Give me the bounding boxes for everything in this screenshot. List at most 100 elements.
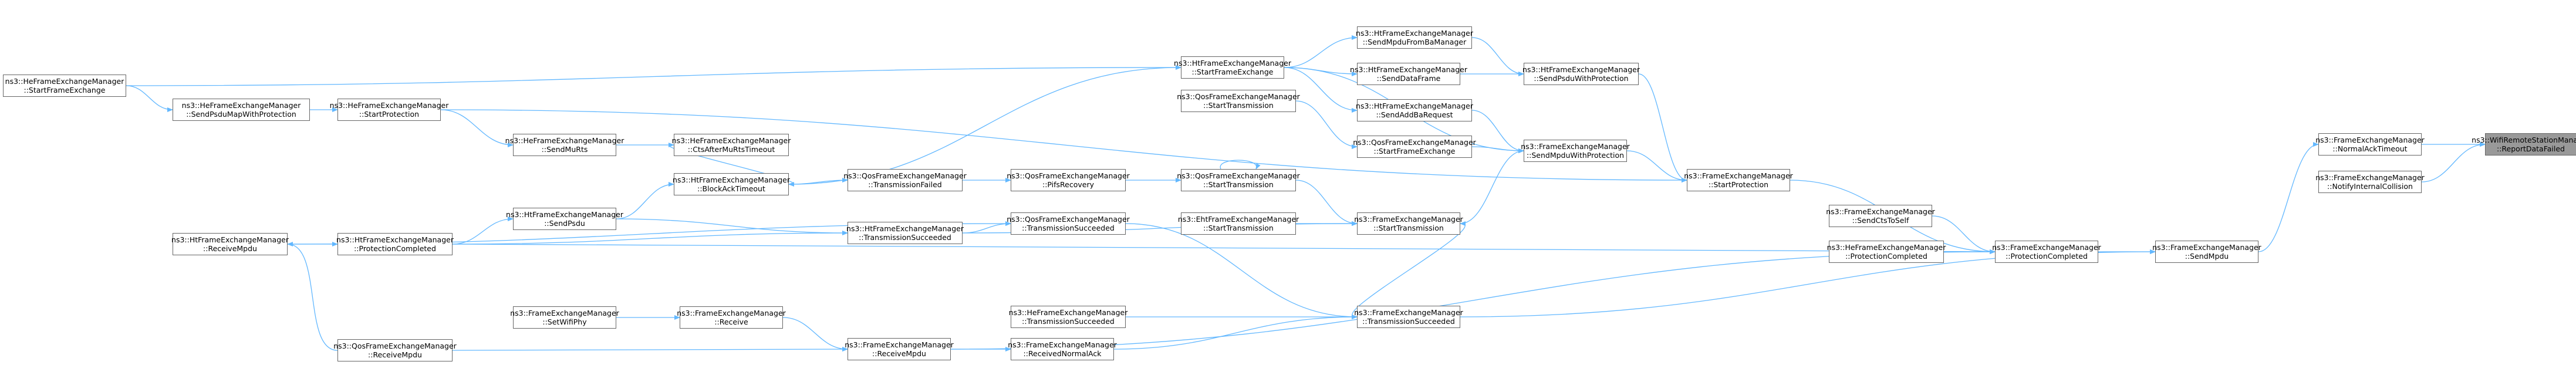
node-method-label: ::ReportDataFailed [2497, 144, 2565, 153]
node-class-label: ns3::HtFrameExchangeManager [1356, 102, 1473, 110]
call-edge [782, 317, 848, 352]
call-edge [1113, 315, 1358, 350]
graph-node-fem-protectioncompleted[interactable]: ns3::FrameExchangeManager::ProtectionCom… [1992, 241, 2101, 263]
graph-node-fem-notifyinternalcollision[interactable]: ns3::FrameExchangeManager::NotifyInterna… [2315, 171, 2425, 193]
graph-node-htfem-receivempdu[interactable]: ns3::HtFrameExchangeManager::ReceiveMpdu [171, 233, 289, 255]
node-class-label: ns3::FrameExchangeManager [677, 309, 786, 317]
node-class-label: ns3::QosFrameExchangeManager [1007, 171, 1130, 180]
graph-node-hefem-sendpsdumapwithprotection[interactable]: ns3::HeFrameExchangeManager::SendPsduMap… [173, 99, 310, 121]
graph-node-htfem-sendaddbarequest[interactable]: ns3::HtFrameExchangeManager::SendAddBaRe… [1356, 99, 1473, 121]
call-edge [950, 249, 1996, 350]
node-method-label: ::ProtectionCompleted [354, 244, 436, 253]
node-method-label: ::BlockAckTimeout [697, 184, 765, 193]
node-method-label: ::NotifyInternalCollision [2327, 182, 2413, 191]
node-method-label: ::ReceivedNormalAck [1023, 349, 1102, 358]
node-method-label: ::ReceiveMpdu [368, 350, 422, 359]
graph-node-fem-sendctstoself[interactable]: ns3::FrameExchangeManager::SendCtsToSelf [1826, 205, 1935, 227]
node-method-label: ::SendCtsToSelf [1852, 216, 1909, 225]
node-class-label: ns3::HtFrameExchangeManager [1356, 29, 1473, 38]
node-class-label: ns3::FrameExchangeManager [2315, 136, 2425, 144]
graph-node-fem-setwifiphy[interactable]: ns3::FrameExchangeManager::SetWifiPhy [510, 306, 619, 329]
graph-node-hefem-ctsaftermurtstimeout[interactable]: ns3::HeFrameExchangeManager::CtsAfterMuR… [671, 134, 791, 156]
node-method-label: ::StartTransmission [1203, 180, 1274, 189]
node-method-label: ::StartTransmission [1203, 224, 1274, 232]
node-method-label: ::SendMpdu [2185, 252, 2229, 261]
graph-node-qosfem-receivempdu[interactable]: ns3::QosFrameExchangeManager::ReceiveMpd… [333, 339, 457, 361]
graph-node-qosfem-startframeexchange[interactable]: ns3::QosFrameExchangeManager::StartFrame… [1353, 136, 1476, 158]
node-class-label: ns3::EhtFrameExchangeManager [1177, 215, 1299, 224]
graph-node-htfem-transmissionsucceeded[interactable]: ns3::HtFrameExchangeManager::Transmissio… [846, 222, 964, 244]
node-class-label: ns3::QosFrameExchangeManager [1177, 92, 1300, 101]
node-class-label: ns3::FrameExchangeManager [845, 340, 954, 349]
node-method-label: ::PifsRecovery [1042, 180, 1095, 189]
call-edge [452, 347, 848, 352]
graph-node-hefem-startframeexchange[interactable]: ns3::HeFrameExchangeManager::StartFrameE… [3, 75, 126, 97]
node-class-label: ns3::HeFrameExchangeManager [181, 101, 301, 110]
graph-node-qosfem-starttransmission2[interactable]: ns3::QosFrameExchangeManager::StartTrans… [1177, 169, 1300, 191]
node-class-label: ns3::FrameExchangeManager [1354, 308, 1463, 317]
graph-node-htfem-protectioncompleted[interactable]: ns3::HtFrameExchangeManager::ProtectionC… [336, 233, 454, 255]
call-edge [126, 65, 1181, 86]
call-edge [2421, 142, 2486, 183]
graph-node-fem-sendmpduwithprotection[interactable]: ns3::FrameExchangeManager::SendMpduWithP… [1521, 140, 1630, 162]
node-method-label: ::SendAddBaRequest [1376, 110, 1453, 119]
graph-node-hefem-startprotection[interactable]: ns3::HeFrameExchangeManager::StartProtec… [330, 99, 448, 121]
graph-node-htfem-sendpsduwithprotection[interactable]: ns3::HtFrameExchangeManager::SendPsduWit… [1522, 63, 1640, 85]
graph-node-htfem-blockacktimeout[interactable]: ns3::HtFrameExchangeManager::BlockAckTim… [673, 173, 790, 195]
graph-node-qosfem-transmissionfailed[interactable]: ns3::QosFrameExchangeManager::Transmissi… [843, 169, 967, 191]
node-method-label: ::SendPsduMapWithProtection [186, 110, 296, 119]
graph-node-qosfem-pifsrecovery[interactable]: ns3::QosFrameExchangeManager::PifsRecove… [1007, 169, 1130, 191]
graph-node-htfem-startframeexchange[interactable]: ns3::HtFrameExchangeManager::StartFrameE… [1174, 56, 1291, 79]
node-method-label: ::ProtectionCompleted [1845, 252, 1927, 261]
node-method-label: ::StartFrameExchange [1373, 147, 1456, 156]
node-class-label: ns3::FrameExchangeManager [510, 309, 619, 317]
graph-node-hefem-protectioncompleted[interactable]: ns3::HeFrameExchangeManager::ProtectionC… [1827, 241, 1946, 263]
graph-node-hefem-transmissionsucceeded[interactable]: ns3::HeFrameExchangeManager::Transmissio… [1009, 306, 1127, 328]
graph-node-ehtfem-starttransmission[interactable]: ns3::EhtFrameExchangeManager::StartTrans… [1177, 212, 1299, 235]
call-edge [452, 217, 514, 245]
graph-node-fem-normalacktimeout[interactable]: ns3::FrameExchangeManager::NormalAckTime… [2315, 133, 2425, 156]
call-edge [1284, 67, 1358, 76]
node-class-label: ns3::FrameExchangeManager [1354, 215, 1463, 224]
node-class-label: ns3::HtFrameExchangeManager [846, 224, 964, 233]
graph-node-fem-receivempdu[interactable]: ns3::FrameExchangeManager::ReceiveMpdu [845, 338, 954, 360]
node-method-label: ::ReceiveMpdu [203, 244, 257, 253]
graph-node-fem-starttransmission[interactable]: ns3::FrameExchangeManager::StartTransmis… [1354, 212, 1463, 235]
node-method-label: ::TransmissionSucceeded [859, 233, 951, 242]
graph-node-htfem-sendpsdu[interactable]: ns3::HtFrameExchangeManager::SendPsdu [506, 208, 623, 230]
call-edge [1125, 223, 1358, 319]
graph-node-fem-receive[interactable]: ns3::FrameExchangeManager::Receive [677, 306, 786, 329]
node-class-label: ns3::HtFrameExchangeManager [673, 175, 790, 184]
node-method-label: ::SendPsdu [544, 219, 585, 228]
node-class-label: ns3::HtFrameExchangeManager [171, 235, 289, 244]
node-class-label: ns3::HeFrameExchangeManager [505, 136, 624, 145]
graph-node-htfem-sendmpdufromba[interactable]: ns3::HtFrameExchangeManager::SendMpduFro… [1356, 26, 1473, 49]
node-class-label: ns3::HtFrameExchangeManager [506, 210, 623, 219]
node-method-label: ::TransmissionSucceeded [1022, 317, 1115, 326]
call-edge [2258, 142, 2319, 252]
node-method-label: ::StartProtection [359, 110, 420, 119]
call-edge [616, 218, 848, 235]
node-class-label: ns3::FrameExchangeManager [1992, 243, 2101, 252]
node-method-label: ::NormalAckTimeout [2332, 144, 2408, 153]
call-edge [452, 231, 848, 245]
node-class-label: ns3::HeFrameExchangeManager [329, 101, 449, 110]
node-class-label: ns3::QosFrameExchangeManager [333, 342, 457, 350]
call-edge [1220, 160, 1261, 170]
graph-node-qosfem-starttransmission[interactable]: ns3::QosFrameExchangeManager::StartTrans… [1177, 90, 1300, 112]
graph-node-fem-startprotection[interactable]: ns3::FrameExchangeManager::StartProtecti… [1684, 169, 1793, 191]
graph-node-htfem-senddataframe[interactable]: ns3::HtFrameExchangeManager::SendDataFra… [1350, 63, 1467, 85]
node-method-label: ::SendMuRts [541, 145, 588, 154]
call-edge [452, 244, 1996, 254]
graph-node-qosfem-transmissionsucceeded[interactable]: ns3::QosFrameExchangeManager::Transmissi… [1007, 212, 1130, 235]
node-class-label: ns3::QosFrameExchangeManager [1007, 215, 1130, 224]
node-method-label: ::Receive [714, 317, 748, 326]
node-method-label: ::StartFrameExchange [23, 86, 106, 94]
graph-node-hefem-sendmurts[interactable]: ns3::HeFrameExchangeManager::SendMuRts [505, 134, 624, 156]
graph-node-fem-transmissionsucceeded[interactable]: ns3::FrameExchangeManager::TransmissionS… [1354, 306, 1463, 328]
graph-node-fem-sendmpdu[interactable]: ns3::FrameExchangeManager::SendMpdu [2152, 241, 2261, 263]
graph-node-fem-receivednormalack[interactable]: ns3::FrameExchangeManager::ReceivedNorma… [1008, 338, 1117, 360]
node-method-label: ::ProtectionCompleted [2006, 252, 2088, 261]
node-method-label: ::SendPsduWithProtection [1534, 74, 1629, 83]
node-class-label: ns3::HeFrameExchangeManager [671, 136, 791, 145]
